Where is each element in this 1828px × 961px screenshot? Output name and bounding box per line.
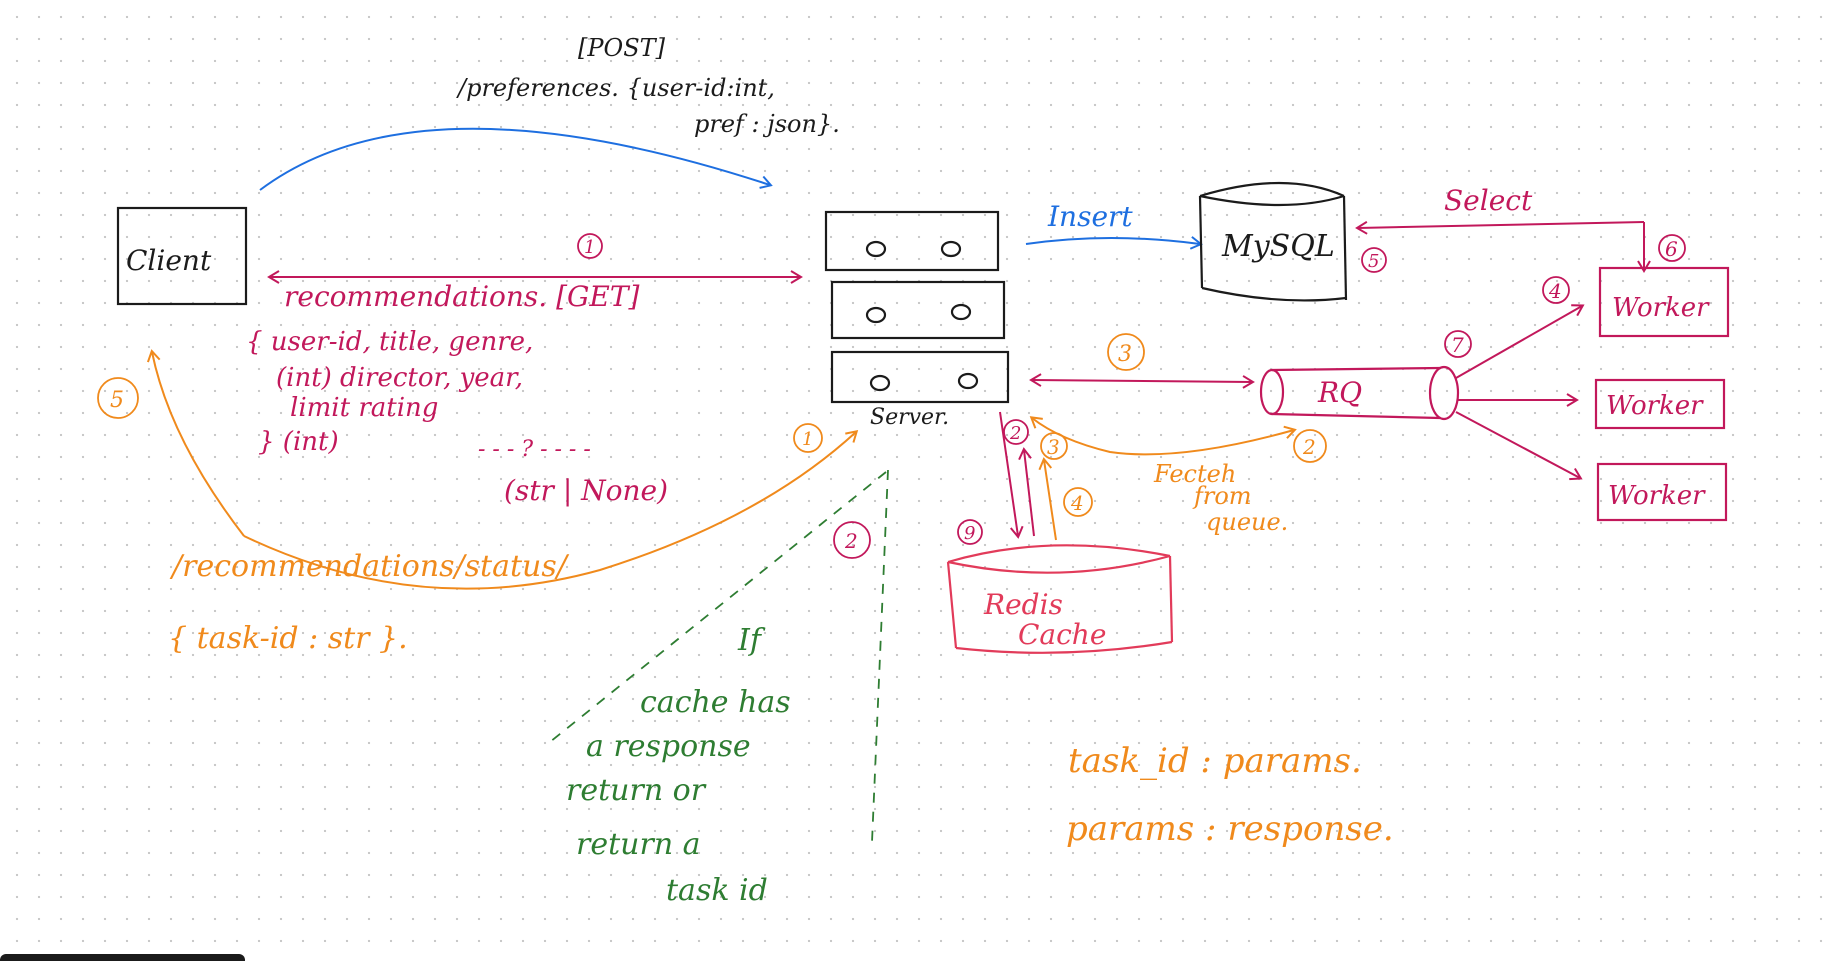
worker-box-icon bbox=[1594, 378, 1726, 430]
mysql-step-number: 5 bbox=[1368, 251, 1379, 272]
orange-in-number: 1 bbox=[802, 429, 813, 450]
worker-3-label: Worker bbox=[1608, 481, 1706, 511]
worker-1-label: Worker bbox=[1612, 293, 1710, 323]
rq-worker-arrow-1 bbox=[1455, 304, 1585, 379]
params-line-2: (int) director, year, bbox=[276, 363, 523, 393]
fetch-step-circle bbox=[1293, 429, 1327, 463]
redis-nine-number: 9 bbox=[964, 523, 975, 544]
rq-out-circle bbox=[1444, 330, 1472, 358]
server-node: Server. bbox=[824, 210, 1010, 430]
select-arrow bbox=[1355, 220, 1645, 235]
worker-2: Worker bbox=[1594, 378, 1726, 430]
fetch-label-line-3: queue. bbox=[1206, 508, 1288, 536]
worker-3: Worker bbox=[1596, 462, 1728, 522]
mysql-step-circle bbox=[1361, 247, 1387, 273]
client-box bbox=[116, 206, 248, 306]
rq-step-circle bbox=[1107, 333, 1145, 371]
redis-down-number: 2 bbox=[1009, 423, 1021, 444]
insert-arrow bbox=[1025, 236, 1203, 250]
get-step-number: 1 bbox=[584, 237, 595, 258]
worker-2-label: Worker bbox=[1606, 391, 1704, 421]
mysql-node: MySQL bbox=[1198, 181, 1348, 302]
rq-label: RQ bbox=[1317, 376, 1362, 409]
worker-1: Worker bbox=[1598, 266, 1730, 338]
redis-label-line-1: Redis bbox=[983, 588, 1063, 621]
server-redis-pink-arrow bbox=[999, 411, 1024, 539]
rq-worker-arrow-3 bbox=[1455, 411, 1583, 481]
canvas-scrollbar[interactable] bbox=[0, 954, 245, 961]
server-label: Server. bbox=[870, 405, 949, 430]
green-step-circle bbox=[833, 521, 871, 559]
database-cylinder-icon bbox=[946, 544, 1174, 654]
client-back-circle bbox=[97, 377, 139, 419]
cache-note-line-2: cache has bbox=[640, 685, 791, 720]
insert-label: Insert bbox=[1047, 200, 1133, 233]
post-body-label: pref : json}. bbox=[694, 110, 840, 138]
redis-server-pink-up bbox=[1018, 447, 1035, 537]
cache-note-dash-2 bbox=[871, 469, 889, 843]
post-endpoint-label: /preferences. {user-id:int, bbox=[456, 74, 775, 102]
cache-note-dash-1 bbox=[549, 471, 887, 743]
redis-label-line-2: Cache bbox=[1018, 618, 1106, 651]
cache-note-line-5: return a bbox=[576, 827, 701, 862]
cache-note-line-3: a response bbox=[586, 729, 751, 764]
params-line-4: } (int) bbox=[258, 427, 339, 457]
params-dash: - - - ? - - - - bbox=[478, 437, 591, 462]
params-line-1: { user-id, title, genre, bbox=[246, 327, 533, 357]
fetch-step-number: 2 bbox=[1302, 435, 1316, 459]
queue-cylinder-icon bbox=[1259, 365, 1460, 421]
fetch-label-line-1: Fecteh bbox=[1153, 460, 1236, 488]
worker-box-icon bbox=[1596, 462, 1728, 522]
task-map-line-2: params : response. bbox=[1066, 809, 1394, 849]
post-arrow bbox=[259, 127, 773, 191]
status-body-label: { task-id : str }. bbox=[168, 621, 408, 656]
status-endpoint-label: /recommendations/status/ bbox=[169, 549, 570, 584]
params-line-3: limit rating bbox=[290, 393, 438, 423]
client-node: Client bbox=[116, 206, 248, 306]
worker-select-circle bbox=[1658, 234, 1686, 262]
redis-down-orange-circle bbox=[1063, 487, 1093, 517]
post-method-label: [POST] bbox=[578, 34, 666, 62]
fetch-arrow bbox=[1029, 416, 1297, 456]
worker-four-circle bbox=[1542, 276, 1570, 304]
green-step-number: 2 bbox=[844, 529, 858, 553]
client-label: Client bbox=[126, 244, 212, 277]
get-step-circle bbox=[577, 233, 603, 259]
select-label: Select bbox=[1444, 184, 1533, 217]
redis-down-orange-number: 4 bbox=[1070, 491, 1084, 515]
worker-box-icon bbox=[1598, 266, 1730, 338]
worker-select-number: 6 bbox=[1665, 237, 1678, 261]
task-map-line-1: task_id : params. bbox=[1068, 741, 1362, 781]
cache-note-line-6: task id bbox=[666, 873, 768, 908]
rq-step-number: 3 bbox=[1118, 342, 1132, 367]
database-cylinder-icon bbox=[1198, 181, 1348, 302]
orange-in-circle bbox=[793, 423, 823, 453]
redis-down-circle bbox=[1003, 419, 1029, 445]
redis-node: Redis Cache bbox=[946, 544, 1174, 654]
status-arrow-to-server bbox=[243, 430, 859, 590]
cache-note-line-4: return or bbox=[566, 773, 707, 808]
redis-server-orange bbox=[1038, 457, 1057, 541]
fetch-label-line-2: from bbox=[1192, 482, 1252, 510]
rq-out-number: 7 bbox=[1451, 333, 1464, 357]
rq-node: RQ bbox=[1259, 365, 1460, 421]
mysql-label: MySQL bbox=[1221, 229, 1335, 264]
redis-nine-circle bbox=[957, 519, 983, 545]
status-arrow-to-client bbox=[146, 349, 245, 537]
redis-up-orange-number: 3 bbox=[1047, 435, 1060, 459]
client-back-number: 5 bbox=[110, 388, 124, 413]
worker-four-number: 4 bbox=[1548, 279, 1562, 303]
cache-note-line-1: If bbox=[737, 623, 766, 658]
get-endpoint-label: recommendations. [GET] bbox=[284, 280, 639, 313]
params-type: (str | None) bbox=[504, 474, 668, 507]
server-rq-arrow bbox=[1029, 373, 1255, 389]
server-rack-icon bbox=[824, 210, 1010, 404]
